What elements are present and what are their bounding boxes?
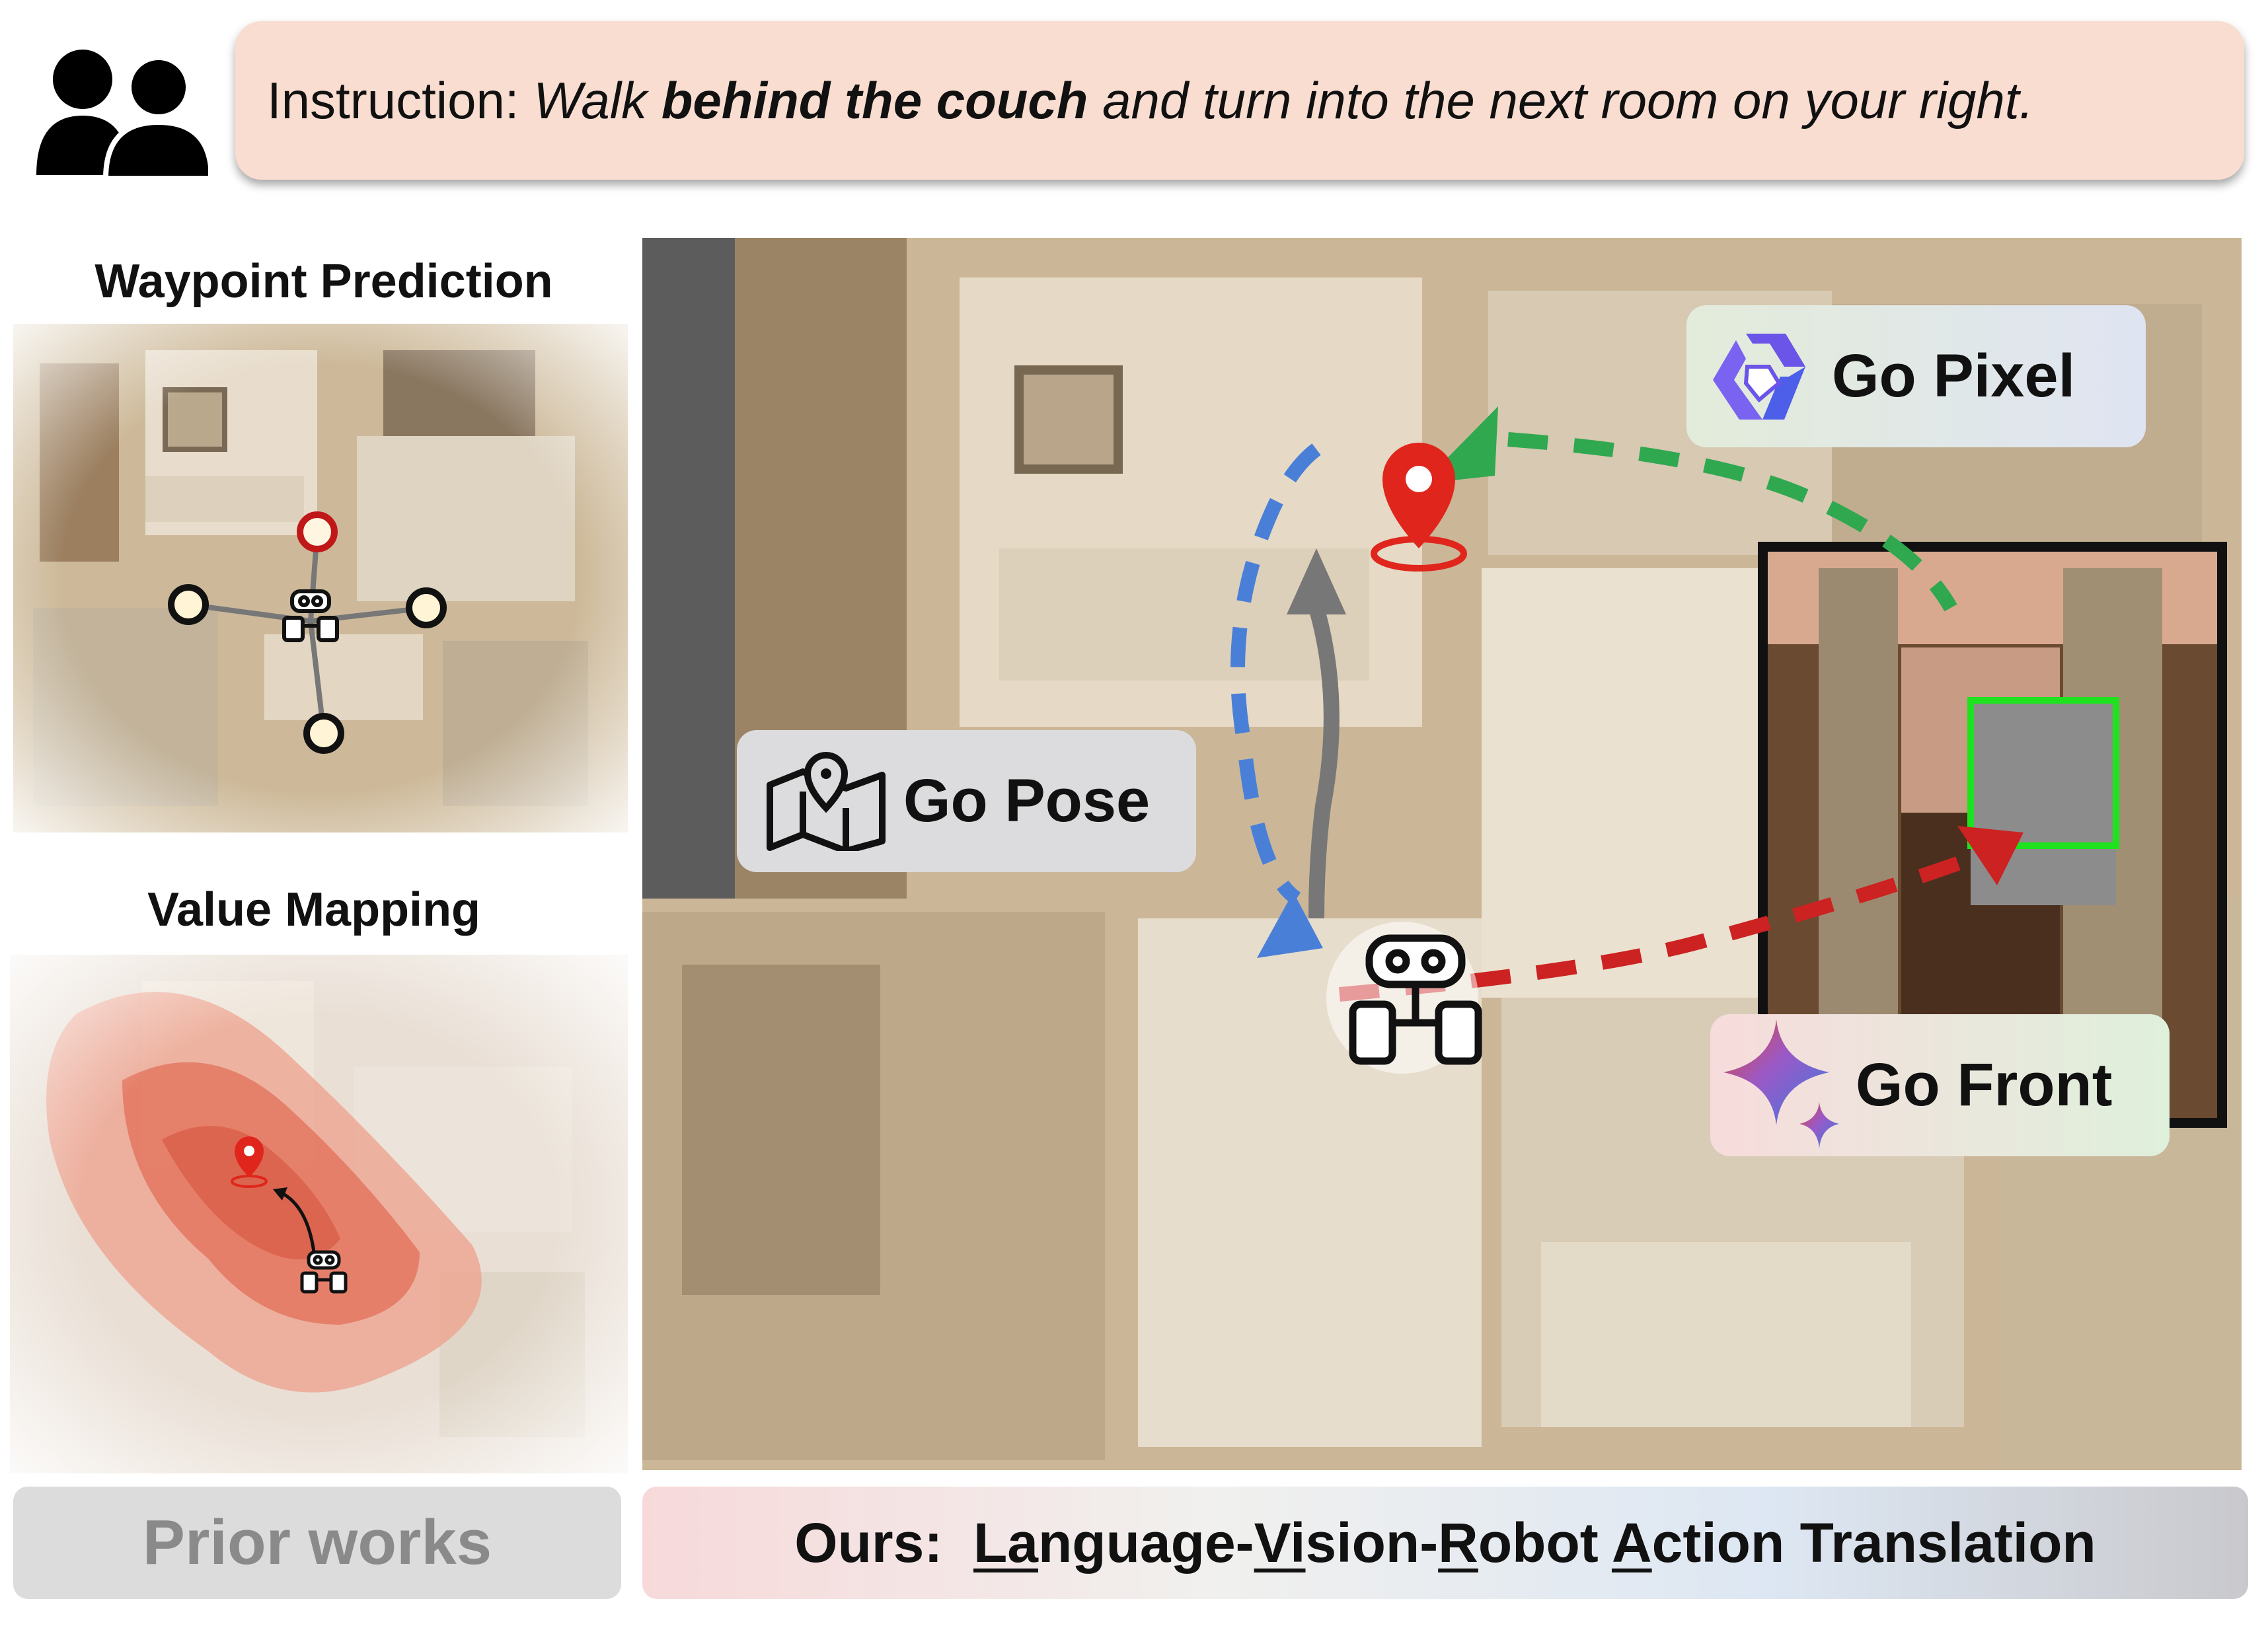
- go-pixel-pill: Go Pixel: [1686, 305, 2146, 447]
- go-front-label: Go Front: [1856, 1051, 2113, 1119]
- instruction-emphasis: behind the couch: [661, 71, 1088, 129]
- value-map: [10, 955, 628, 1473]
- waypoint-prediction-title: Waypoint Prediction: [94, 255, 553, 308]
- ours-label: Ours: Language-Vision-Robot Action Trans…: [794, 1511, 2096, 1575]
- map-icon: [767, 751, 886, 851]
- instruction-prefix: Instruction:: [267, 71, 534, 129]
- acronym-r: R: [1438, 1511, 1478, 1574]
- waypoint-candidate: [303, 713, 344, 754]
- go-pixel-label: Go Pixel: [1832, 342, 2076, 410]
- target-bbox: [1967, 697, 2119, 849]
- go-pose-pill: Go Pose: [737, 730, 1196, 872]
- waypoint-map: [13, 324, 628, 832]
- qwen-logo-icon: [1713, 333, 1805, 420]
- location-pin-icon: [231, 1136, 268, 1188]
- go-pose-arrow: [1230, 443, 1321, 905]
- word-action-translation: ction Translation: [1651, 1511, 2096, 1574]
- word-language: nguage-: [1038, 1511, 1254, 1574]
- go-pixel-arrow: [1507, 432, 1957, 612]
- prior-works-label: Prior works: [142, 1507, 492, 1578]
- go-front-pill: Go Front: [1710, 1014, 2170, 1156]
- main-map: [642, 238, 2242, 1470]
- instruction-part2: and turn into the next room on your righ…: [1088, 71, 2034, 129]
- acronym-a: A: [1611, 1511, 1652, 1574]
- word-vision: sion-: [1305, 1511, 1439, 1574]
- acronym-la: La: [973, 1511, 1038, 1574]
- gemini-sparkle-icon: [1723, 1019, 1839, 1148]
- waypoint-candidate: [406, 587, 447, 628]
- go-front-arrow: [1339, 842, 2000, 1002]
- word-robot: obot: [1478, 1511, 1612, 1574]
- value-mapping-title: Value Mapping: [147, 883, 481, 936]
- go-pose-label: Go Pose: [903, 767, 1151, 834]
- instruction-text: Instruction: Walk behind the couch and t…: [267, 71, 2033, 131]
- acronym-vi: Vi: [1254, 1511, 1306, 1574]
- ours-prefix: Ours:: [794, 1511, 973, 1574]
- ours-label-box: Ours: Language-Vision-Robot Action Trans…: [642, 1487, 2248, 1599]
- prior-works-label-box: Prior works: [13, 1487, 621, 1599]
- instruction-box: Instruction: Walk behind the couch and t…: [235, 21, 2244, 180]
- waypoint-selected: [297, 511, 338, 552]
- robot-icon: [1326, 922, 1482, 1074]
- robot-icon: [300, 1250, 348, 1294]
- robot-icon: [282, 589, 339, 642]
- people-icon: [36, 50, 208, 178]
- waypoint-candidate: [168, 584, 209, 625]
- instruction-part1: Walk: [533, 71, 662, 129]
- location-pin-icon: [1371, 443, 1467, 572]
